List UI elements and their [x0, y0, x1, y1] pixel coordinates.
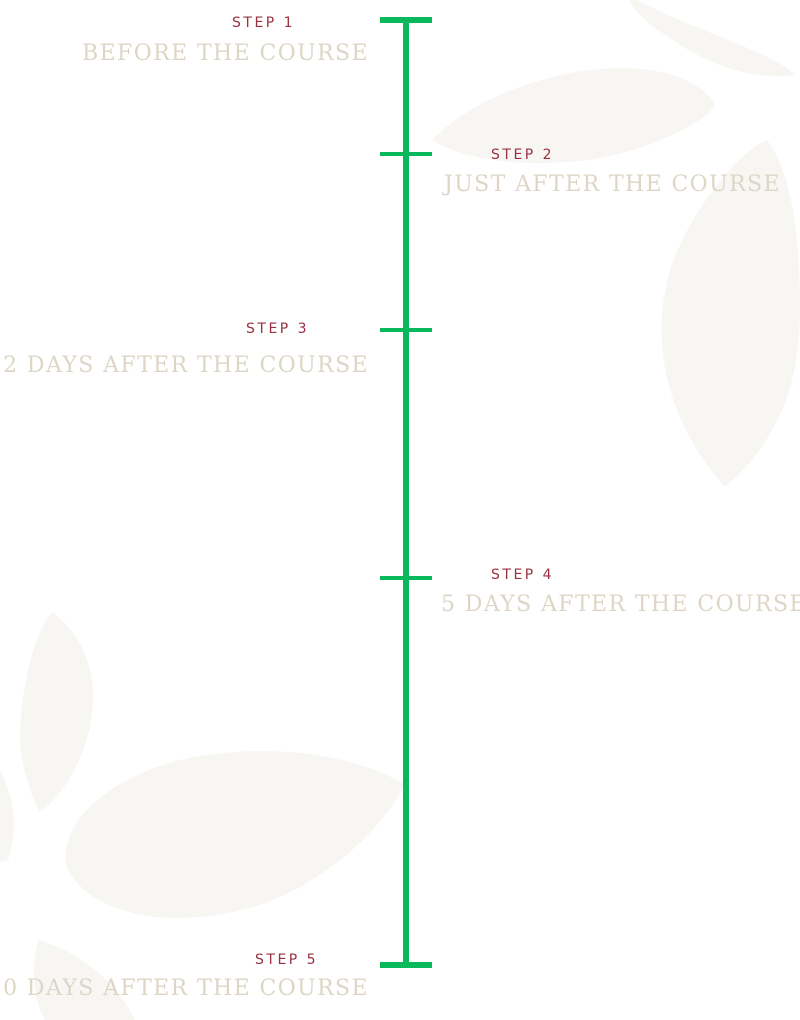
leaf-shape — [0, 770, 14, 862]
step-1-label: STEP 1 — [232, 15, 296, 31]
step-1-event: BEFORE THE COURSE — [82, 41, 369, 66]
step-3-label: STEP 3 — [246, 321, 310, 337]
step-2-label: STEP 2 — [491, 147, 555, 163]
step-5-event: 10 DAYS AFTER THE COURSE — [0, 976, 369, 1001]
step-4-label: STEP 4 — [491, 567, 555, 583]
leaf-shape — [661, 140, 800, 487]
step-2-event: JUST AFTER THE COURSE — [444, 172, 781, 197]
leaf-shape — [65, 751, 405, 918]
leaf-shape — [33, 940, 136, 1020]
step-4-event: 5 DAYS AFTER THE COURSE — [441, 592, 800, 617]
step-5-label: STEP 5 — [255, 952, 319, 968]
leaf-shape — [432, 68, 715, 164]
leaf-shape — [20, 612, 94, 812]
leaf-shape — [629, 0, 795, 77]
step-3-event: 2 DAYS AFTER THE COURSE — [3, 353, 369, 378]
